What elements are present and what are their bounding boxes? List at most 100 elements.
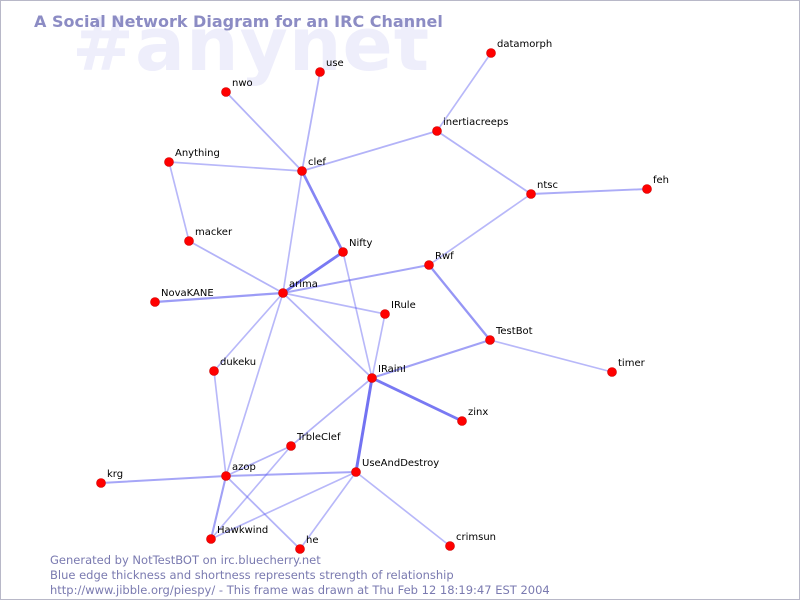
node-he: he bbox=[295, 535, 319, 554]
node-label-clef: clef bbox=[308, 157, 326, 168]
node-macker: macker bbox=[184, 227, 233, 246]
node-Nifty: Nifty bbox=[338, 238, 373, 257]
node-dot-Anything bbox=[164, 157, 174, 167]
edge-arima-IRainI bbox=[282, 292, 373, 379]
node-Rwf: Rwf bbox=[424, 251, 454, 270]
node-dot-azop bbox=[221, 471, 231, 481]
edge-arima-azop bbox=[225, 292, 284, 477]
node-IRule: IRule bbox=[380, 300, 416, 319]
node-label-timer: timer bbox=[618, 358, 646, 369]
footer: Generated by NotTestBOT on irc.bluecherr… bbox=[50, 553, 550, 598]
node-datamorph: datamorph bbox=[486, 39, 552, 58]
node-label-TestBot: TestBot bbox=[495, 326, 533, 337]
footer-legend-note: Blue edge thickness and shortness repres… bbox=[50, 568, 454, 582]
edge-UseAndDestroy-he bbox=[299, 471, 357, 550]
node-label-he: he bbox=[306, 535, 319, 546]
edge-dukeku-azop bbox=[213, 370, 227, 477]
node-dot-he bbox=[295, 544, 305, 554]
node-dot-TestBot bbox=[485, 335, 495, 345]
edge-inertiacreeps-clef bbox=[301, 130, 438, 172]
edge-datamorph-inertiacreeps bbox=[436, 52, 492, 132]
node-dot-IRainI bbox=[367, 373, 377, 383]
edge-TestBot-timer bbox=[489, 339, 613, 373]
node-dot-arima bbox=[278, 288, 288, 298]
edge-UseAndDestroy-Hawkwind bbox=[210, 471, 357, 540]
node-label-datamorph: datamorph bbox=[497, 39, 552, 50]
node-IRainI: IRainI bbox=[367, 364, 406, 383]
node-label-macker: macker bbox=[195, 227, 233, 238]
node-dot-zinx bbox=[457, 416, 467, 426]
node-dot-krg bbox=[96, 478, 106, 488]
node-arima: arima bbox=[278, 279, 318, 298]
node-krg: krg bbox=[96, 469, 123, 488]
node-label-Hawkwind: Hawkwind bbox=[217, 525, 268, 536]
edge-TestBot-IRainI bbox=[370, 338, 492, 380]
node-crimsun: crimsun bbox=[445, 532, 496, 551]
node-dot-IRule bbox=[380, 309, 390, 319]
node-dot-inertiacreeps bbox=[432, 126, 442, 136]
edge-UseAndDestroy-crimsun bbox=[355, 471, 451, 547]
edge-arima-Rwf bbox=[282, 264, 430, 294]
node-TrbleClef: TrbleClef bbox=[286, 432, 341, 451]
edge-macker-arima bbox=[188, 240, 284, 294]
edge-clef-arima bbox=[282, 170, 303, 294]
edge-azop-krg bbox=[100, 475, 227, 484]
edge-Anything-macker bbox=[168, 161, 190, 242]
node-feh: feh bbox=[642, 175, 669, 194]
edge-TrbleClef-azop bbox=[225, 445, 292, 477]
node-dot-nwo bbox=[221, 87, 231, 97]
node-label-ntsc: ntsc bbox=[537, 180, 558, 191]
edge-IRainI-UseAndDestroy bbox=[354, 376, 374, 474]
edge-arima-NovaKANE bbox=[153, 291, 285, 304]
node-clef: clef bbox=[297, 157, 326, 176]
node-azop: azop bbox=[221, 462, 256, 481]
node-Hawkwind: Hawkwind bbox=[206, 525, 268, 544]
edge-IRule-IRainI bbox=[371, 313, 386, 379]
node-dot-feh bbox=[642, 184, 652, 194]
edges-layer bbox=[100, 52, 648, 550]
edge-Anything-clef bbox=[168, 161, 303, 172]
node-label-use: use bbox=[326, 58, 344, 69]
edge-ntsc-feh bbox=[530, 188, 648, 195]
node-label-inertiacreeps: inertiacreeps bbox=[443, 117, 508, 128]
node-label-crimsun: crimsun bbox=[456, 532, 496, 543]
edge-TrbleClef-Hawkwind bbox=[210, 445, 292, 540]
node-NovaKANE: NovaKANE bbox=[150, 288, 214, 307]
node-dot-datamorph bbox=[486, 48, 496, 58]
edge-clef-Nifty bbox=[300, 169, 345, 254]
footer-link-timestamp: http://www.jibble.org/piespy/ - This fra… bbox=[50, 583, 550, 597]
node-label-Anything: Anything bbox=[175, 148, 220, 159]
node-dot-Rwf bbox=[424, 260, 434, 270]
node-dukeku: dukeku bbox=[209, 357, 256, 376]
node-dot-crimsun bbox=[445, 541, 455, 551]
channel-watermark: #anynet bbox=[72, 2, 431, 88]
node-Anything: Anything bbox=[164, 148, 220, 167]
node-dot-Hawkwind bbox=[206, 534, 216, 544]
node-dot-timer bbox=[607, 367, 617, 377]
edge-azop-he bbox=[225, 475, 301, 550]
edge-Rwf-TestBot bbox=[427, 263, 492, 342]
node-label-dukeku: dukeku bbox=[220, 357, 256, 368]
node-ntsc: ntsc bbox=[526, 180, 558, 199]
diagram-title: A Social Network Diagram for an IRC Chan… bbox=[34, 12, 443, 31]
node-zinx: zinx bbox=[457, 407, 488, 426]
node-label-azop: azop bbox=[232, 462, 256, 473]
edge-arima-IRule bbox=[282, 292, 386, 315]
edge-azop-Hawkwind bbox=[209, 474, 228, 541]
node-inertiacreeps: inertiacreeps bbox=[432, 117, 508, 136]
node-UseAndDestroy: UseAndDestroy bbox=[351, 458, 439, 477]
node-dot-Nifty bbox=[338, 247, 348, 257]
edge-IRainI-zinx bbox=[370, 376, 464, 423]
node-dot-macker bbox=[184, 236, 194, 246]
node-dot-clef bbox=[297, 166, 307, 176]
node-label-nwo: nwo bbox=[232, 78, 253, 89]
node-label-zinx: zinx bbox=[468, 407, 488, 418]
node-use: use bbox=[315, 58, 344, 77]
node-timer: timer bbox=[607, 358, 646, 377]
edge-azop-UseAndDestroy bbox=[225, 471, 357, 477]
edge-Nifty-IRainI bbox=[342, 251, 373, 379]
node-nwo: nwo bbox=[221, 78, 253, 97]
node-label-TrbleClef: TrbleClef bbox=[296, 432, 341, 443]
